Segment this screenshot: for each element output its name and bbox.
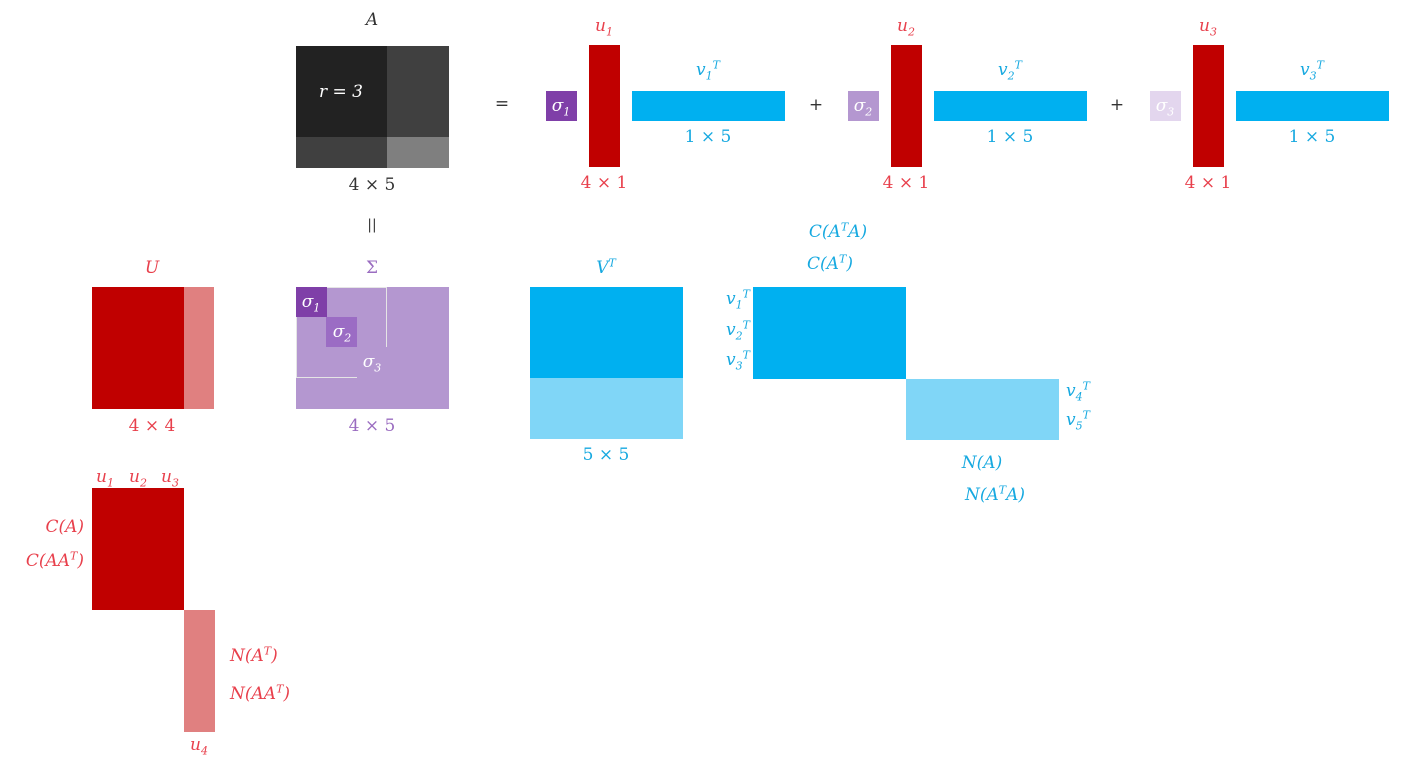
vt-matrix-label: VT — [596, 256, 616, 278]
sigma-rank-block-outline — [296, 287, 387, 378]
term-2-u-vector — [891, 45, 922, 167]
row-space-block — [753, 287, 906, 379]
sigma-3-label: σ3 — [362, 352, 382, 375]
u-matrix-size: 4 × 4 — [128, 416, 176, 436]
term-1-u-vector — [589, 45, 620, 167]
equals-sign: = — [494, 94, 510, 114]
col-label-u3: u3 — [161, 467, 179, 490]
term-1-sigma — [546, 91, 577, 121]
u-columns-rank — [92, 287, 184, 409]
vertical-equals-sign: || — [367, 217, 377, 233]
term-1-v-label: v1T — [696, 58, 720, 83]
left-null-label-2: N(AAT) — [230, 682, 291, 704]
null-space-block — [906, 379, 1059, 440]
term-3-v-label: v3T — [1300, 58, 1324, 83]
sigma-matrix-size: 4 × 5 — [348, 416, 396, 436]
term-1-v-size: 1 × 5 — [684, 127, 732, 147]
term-3-v-size: 1 × 5 — [1288, 127, 1336, 147]
row-label-v5: v5T — [1066, 408, 1090, 433]
a-matrix-label: A — [365, 10, 379, 30]
u-matrix-label: U — [144, 258, 160, 278]
a-block-bottom — [296, 137, 387, 168]
null-space-label-1: N(A) — [961, 453, 1003, 473]
term-3-v-vector — [1236, 91, 1389, 121]
null-space-label-2: N(ATA) — [964, 483, 1026, 505]
row-space-label-1: C(ATA) — [808, 220, 868, 242]
rank-label: r = 3 — [319, 82, 363, 102]
sigma-1-cell — [296, 287, 327, 317]
term-1-u-size: 4 × 1 — [580, 173, 628, 193]
column-space-label-2: C(AAT) — [25, 549, 84, 571]
u-column-null — [184, 287, 214, 409]
col-label-u1: u1 — [96, 467, 114, 490]
term-1-v-vector — [632, 91, 785, 121]
sigma-2-cell — [326, 317, 357, 347]
term-3-u-vector — [1193, 45, 1224, 167]
term-2-v-label: v2T — [998, 58, 1022, 83]
term-2-v-vector — [934, 91, 1087, 121]
sigma-1-label: σ1 — [301, 292, 321, 315]
col-label-u4: u4 — [190, 735, 208, 758]
term-2-u-size: 4 × 1 — [882, 173, 930, 193]
term-3-u-label: u3 — [1199, 16, 1217, 39]
sigma-matrix: σ1 σ2 σ3 — [296, 287, 449, 409]
row-label-v3: v3T — [726, 348, 750, 373]
sigma-3-cell — [357, 347, 387, 378]
column-space-block — [92, 488, 184, 610]
term-2-sigma-label: σ2 — [853, 96, 873, 119]
term-1-u-label: u1 — [595, 16, 613, 39]
row-space-label-2: C(AT) — [807, 252, 853, 274]
vt-rows-rank — [530, 287, 683, 378]
vt-matrix-size: 5 × 5 — [582, 445, 630, 465]
vt-rows-null — [530, 378, 683, 439]
sigma-matrix-label: Σ — [365, 258, 379, 278]
term-2-v-size: 1 × 5 — [986, 127, 1034, 147]
term-3-sigma-label: σ3 — [1155, 96, 1175, 119]
row-label-v2: v2T — [726, 318, 750, 343]
row-label-v1: v1T — [726, 287, 750, 312]
column-space-label-1: C(A) — [45, 517, 84, 537]
row-label-v4: v4T — [1066, 379, 1090, 404]
a-block-corner — [387, 137, 449, 168]
col-label-u2: u2 — [129, 467, 147, 490]
a-block-rank — [296, 46, 387, 137]
left-null-space-block — [184, 610, 215, 732]
vt-matrix — [530, 287, 683, 439]
term-3-sigma — [1150, 91, 1181, 121]
a-matrix: r = 3 — [296, 46, 449, 168]
sigma-2-label: σ2 — [332, 322, 352, 345]
a-block-right — [387, 46, 449, 137]
a-size-label: 4 × 5 — [348, 175, 396, 195]
term-2-u-label: u2 — [897, 16, 915, 39]
term-3-u-size: 4 × 1 — [1184, 173, 1232, 193]
left-null-label-1: N(AT) — [230, 644, 278, 666]
plus-sign-2: + — [1109, 95, 1125, 115]
term-2-sigma — [848, 91, 879, 121]
plus-sign-1: + — [808, 95, 824, 115]
u-matrix — [92, 287, 214, 409]
term-1-sigma-label: σ1 — [551, 96, 571, 119]
